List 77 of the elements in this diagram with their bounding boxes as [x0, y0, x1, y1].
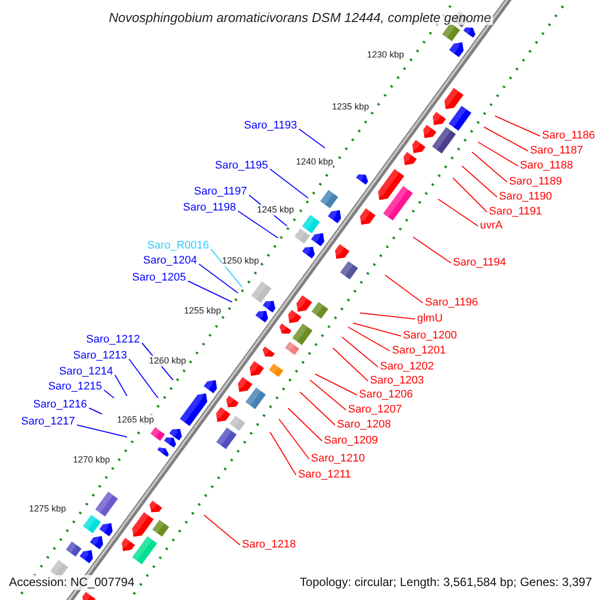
gene-label: Saro_1194: [453, 256, 506, 270]
gene-label: Saro_1209: [324, 434, 378, 448]
position-label: 1260 kbp: [148, 356, 186, 366]
leader-line: [210, 248, 242, 288]
leader-line: [310, 380, 346, 410]
gene-label: Saro_1210: [311, 452, 365, 466]
position-label: 1240 kbp: [296, 156, 333, 168]
leader-line: [352, 322, 402, 336]
gene-label: Saro_1213: [73, 350, 127, 362]
leader-line: [384, 274, 424, 304]
gene-label: Saro_1197: [194, 186, 247, 198]
gene-label: uvrA: [480, 220, 503, 232]
leader-line: [412, 236, 452, 264]
gene-label: Saro_1191: [489, 206, 542, 218]
gene-label: Saro_1195: [214, 160, 268, 172]
leader-line: [348, 326, 390, 352]
leader-line: [342, 336, 378, 368]
gene-label: Saro_R0016: [147, 240, 209, 252]
position-label: 1245 kbp: [256, 204, 294, 216]
gene-label: Saro_1207: [348, 404, 402, 416]
position-label: 1250 kbp: [222, 256, 259, 266]
leader-line: [494, 116, 540, 136]
footer-text: Topology: circular; Length: 3,561,584 bp; Genes: 3,397: [300, 575, 592, 590]
position-label: 1265 kbp: [116, 414, 154, 426]
leader-line: [452, 178, 488, 212]
gene-label: Saro_1186: [542, 130, 596, 142]
leader-line: [462, 166, 498, 198]
leader-line: [478, 142, 518, 166]
gene-label: Saro_1214: [59, 366, 113, 378]
leader-line: [438, 198, 478, 226]
gene-label: Saro_1205: [132, 272, 186, 284]
position-label: 1255 kbp: [184, 306, 221, 316]
gene-label: Saro_1208: [337, 418, 391, 432]
gene-label: Saro_1211: [298, 468, 352, 482]
leader-line: [472, 152, 508, 182]
gene-label: Saro_1206: [359, 388, 413, 402]
gene-label: Saro_1198: [182, 202, 236, 214]
leader-line: [484, 126, 528, 152]
gene-label: Saro_1201: [392, 344, 446, 358]
leader-line: [314, 374, 358, 396]
leader-line: [204, 514, 240, 546]
gene-label: Saro_1187: [530, 144, 584, 158]
gene-label: Saro_1200: [403, 330, 457, 342]
gene-label: Saro_1218: [242, 538, 296, 552]
leader-line: [238, 210, 278, 238]
leader-line: [288, 408, 322, 442]
leader-line: [76, 424, 128, 438]
gene-label: Saro_1193: [244, 120, 297, 132]
gene-label: Saro_1216: [33, 398, 87, 412]
leader-line: [332, 348, 368, 382]
leader-line: [270, 432, 296, 476]
position-label: 1275 kbp: [28, 504, 66, 514]
gene-label: Saro_1202: [380, 360, 434, 374]
gene-label: Saro_1203: [370, 374, 424, 388]
gene-label: Saro_1217: [21, 416, 75, 428]
position-label: 1270 kbp: [72, 454, 110, 466]
position-label: 1230 kbp: [366, 50, 404, 60]
leader-line: [88, 408, 102, 414]
gene-label: Saro_1215: [48, 380, 102, 394]
leader-line: [298, 128, 326, 148]
leader-line: [198, 264, 238, 294]
gene-label: Saro_1189: [509, 176, 562, 188]
leader-line: [114, 374, 128, 396]
position-label: 1235 kbp: [332, 102, 369, 112]
leader-line: [104, 390, 114, 398]
leader-line: [360, 312, 416, 320]
leader-line: [300, 392, 336, 426]
gene-label: Saro_1204: [143, 254, 197, 268]
gene-label: glmU: [417, 312, 443, 326]
gene-label: Saro_1190: [499, 190, 552, 204]
leader-line: [128, 358, 158, 398]
leader-line: [188, 280, 232, 302]
gene-label: Saro_1212: [86, 334, 140, 346]
gene-label: Saro_1196: [425, 296, 478, 310]
leader-line: [278, 418, 310, 460]
gene-label: Saro_1188: [520, 160, 574, 172]
leader-line: [270, 168, 308, 198]
